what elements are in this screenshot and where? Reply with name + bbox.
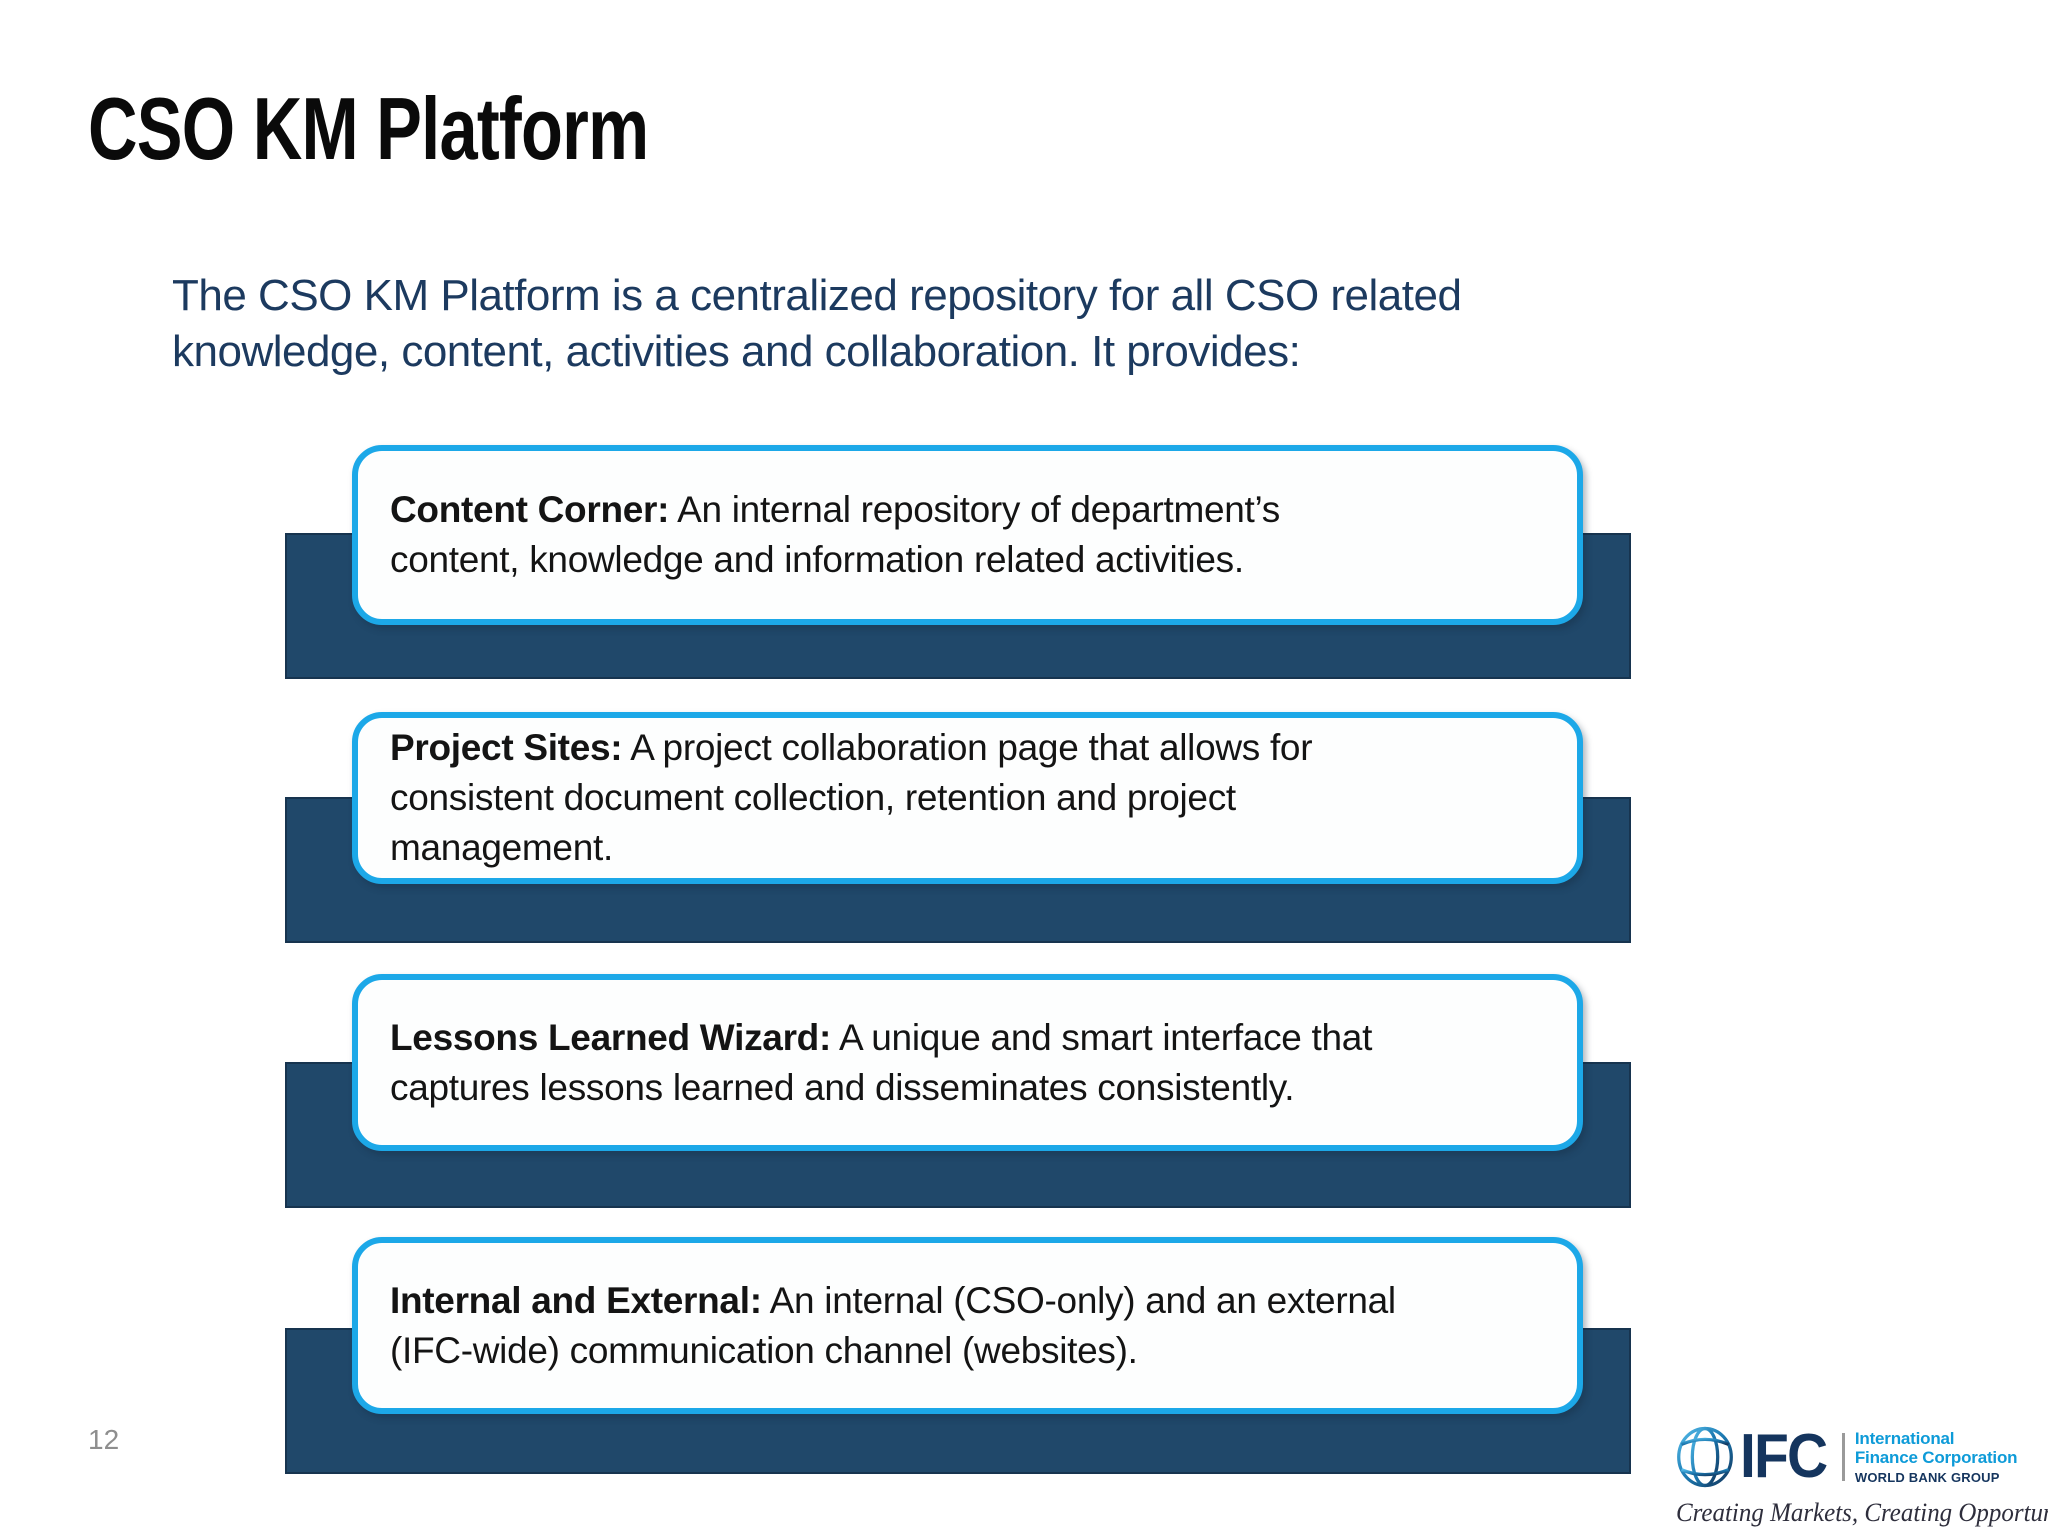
page-number: 12 [88, 1424, 120, 1455]
logo-divider [1841, 1433, 1845, 1481]
intro-paragraph: The CSO KM Platform is a centralized rep… [172, 271, 1462, 376]
feature-text: Content Corner: An internal repository o… [358, 485, 1304, 585]
feature-text: Internal and External: An internal (CSO-… [358, 1276, 1420, 1376]
ifc-logo-row: IFC International Finance Corporation WO… [1676, 1424, 2036, 1490]
feature-body: An internal (CSO-only) and an external (… [390, 1279, 1396, 1371]
feature-title: Lessons Learned Wizard: [390, 1016, 831, 1058]
ifc-tagline: Creating Markets, Creating Opportunities [1676, 1498, 2048, 1527]
feature-text: Project Sites: A project collaboration p… [358, 723, 1336, 873]
feature-title: Content Corner: [390, 489, 670, 530]
feature-body: A project collaboration page that allows… [390, 727, 1313, 868]
feature-card-internal-external: Internal and External: An internal (CSO-… [352, 1237, 1583, 1414]
feature-text: Lessons Learned Wizard: A unique and sma… [358, 1013, 1396, 1113]
feature-card-lessons-learned-wizard: Lessons Learned Wizard: A unique and sma… [352, 974, 1583, 1151]
feature-card-content-corner: Content Corner: An internal repository o… [352, 445, 1583, 625]
ifc-org-line2: Finance Corporation [1854, 1448, 2018, 1467]
ifc-org-line1: International [1854, 1429, 1955, 1448]
feature-title: Internal and External: [390, 1279, 762, 1321]
ifc-acronym: IFC [1740, 1422, 1828, 1491]
ifc-logo: IFC International Finance Corporation WO… [1676, 1424, 2048, 1528]
world-bank-globe-icon [1677, 1426, 1733, 1488]
feature-body: A unique and smart interface that captur… [390, 1016, 1373, 1108]
feature-title: Project Sites: [390, 727, 623, 768]
ifc-org-name: International Finance Corporation WORLD … [1854, 1429, 2018, 1485]
world-bank-group-label: WORLD BANK GROUP [1854, 1470, 2000, 1485]
feature-card-project-sites: Project Sites: A project collaboration p… [352, 712, 1583, 884]
feature-body: An internal repository of department’s c… [390, 489, 1280, 580]
slide-title: CSO KM Platform [88, 79, 649, 178]
